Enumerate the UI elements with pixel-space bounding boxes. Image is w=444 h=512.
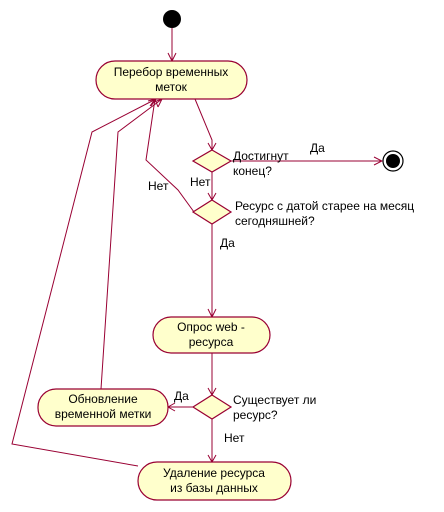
label-exists-no: Нет [224,431,245,445]
decision-end-line1: Достигнут [233,149,289,163]
start-node [163,10,181,28]
label-older-no: Нет [148,179,169,193]
edge-delete-loop [11,98,157,467]
decision-end-reached: Достигнут конец? [191,149,289,178]
decision-end-line2: конец? [233,164,272,178]
label-end-no: Нет [190,175,211,189]
edge-older-no-loop [145,98,195,213]
action-iterate-timestamps: Перебор временных меток [95,60,248,100]
edge-iterate-to-end-check [194,98,213,150]
decision-exists-line2: ресурс? [233,408,278,422]
action-iterate-line2: меток [155,80,188,94]
label-older-yes: Да [220,236,235,250]
arrowhead-end-yes [373,156,384,166]
final-node [382,150,404,172]
decision-resource-older: Ресурс с датой старее на месяц сегодняшн… [191,199,414,228]
action-update-timestamp: Обновление временной метки [37,388,169,427]
decision-older-line2: сегодняшней? [235,214,315,228]
action-iterate-line1: Перебор временных [114,65,229,79]
action-delete-line1: Удаление ресурса [163,466,265,480]
decision-exists-line1: Существует ли [233,393,316,407]
edge-update-loop [100,98,163,390]
edges [11,28,384,467]
action-delete-line2: из базы данных [170,481,258,495]
action-update-line1: Обновление [68,392,138,406]
action-poll-web: Опрос web - ресурса [152,316,271,354]
action-poll-line2: ресурса [189,335,234,349]
decision-older-line1: Ресурс с датой старее на месяц [235,199,414,213]
label-end-yes: Да [310,141,325,155]
action-update-line2: временной метки [55,407,152,421]
action-poll-line1: Опрос web - [177,320,245,334]
action-delete-resource: Удаление ресурса из базы данных [137,461,292,501]
decision-resource-exists: Существует ли ресурс? [191,393,316,422]
label-exists-yes: Да [174,389,189,403]
